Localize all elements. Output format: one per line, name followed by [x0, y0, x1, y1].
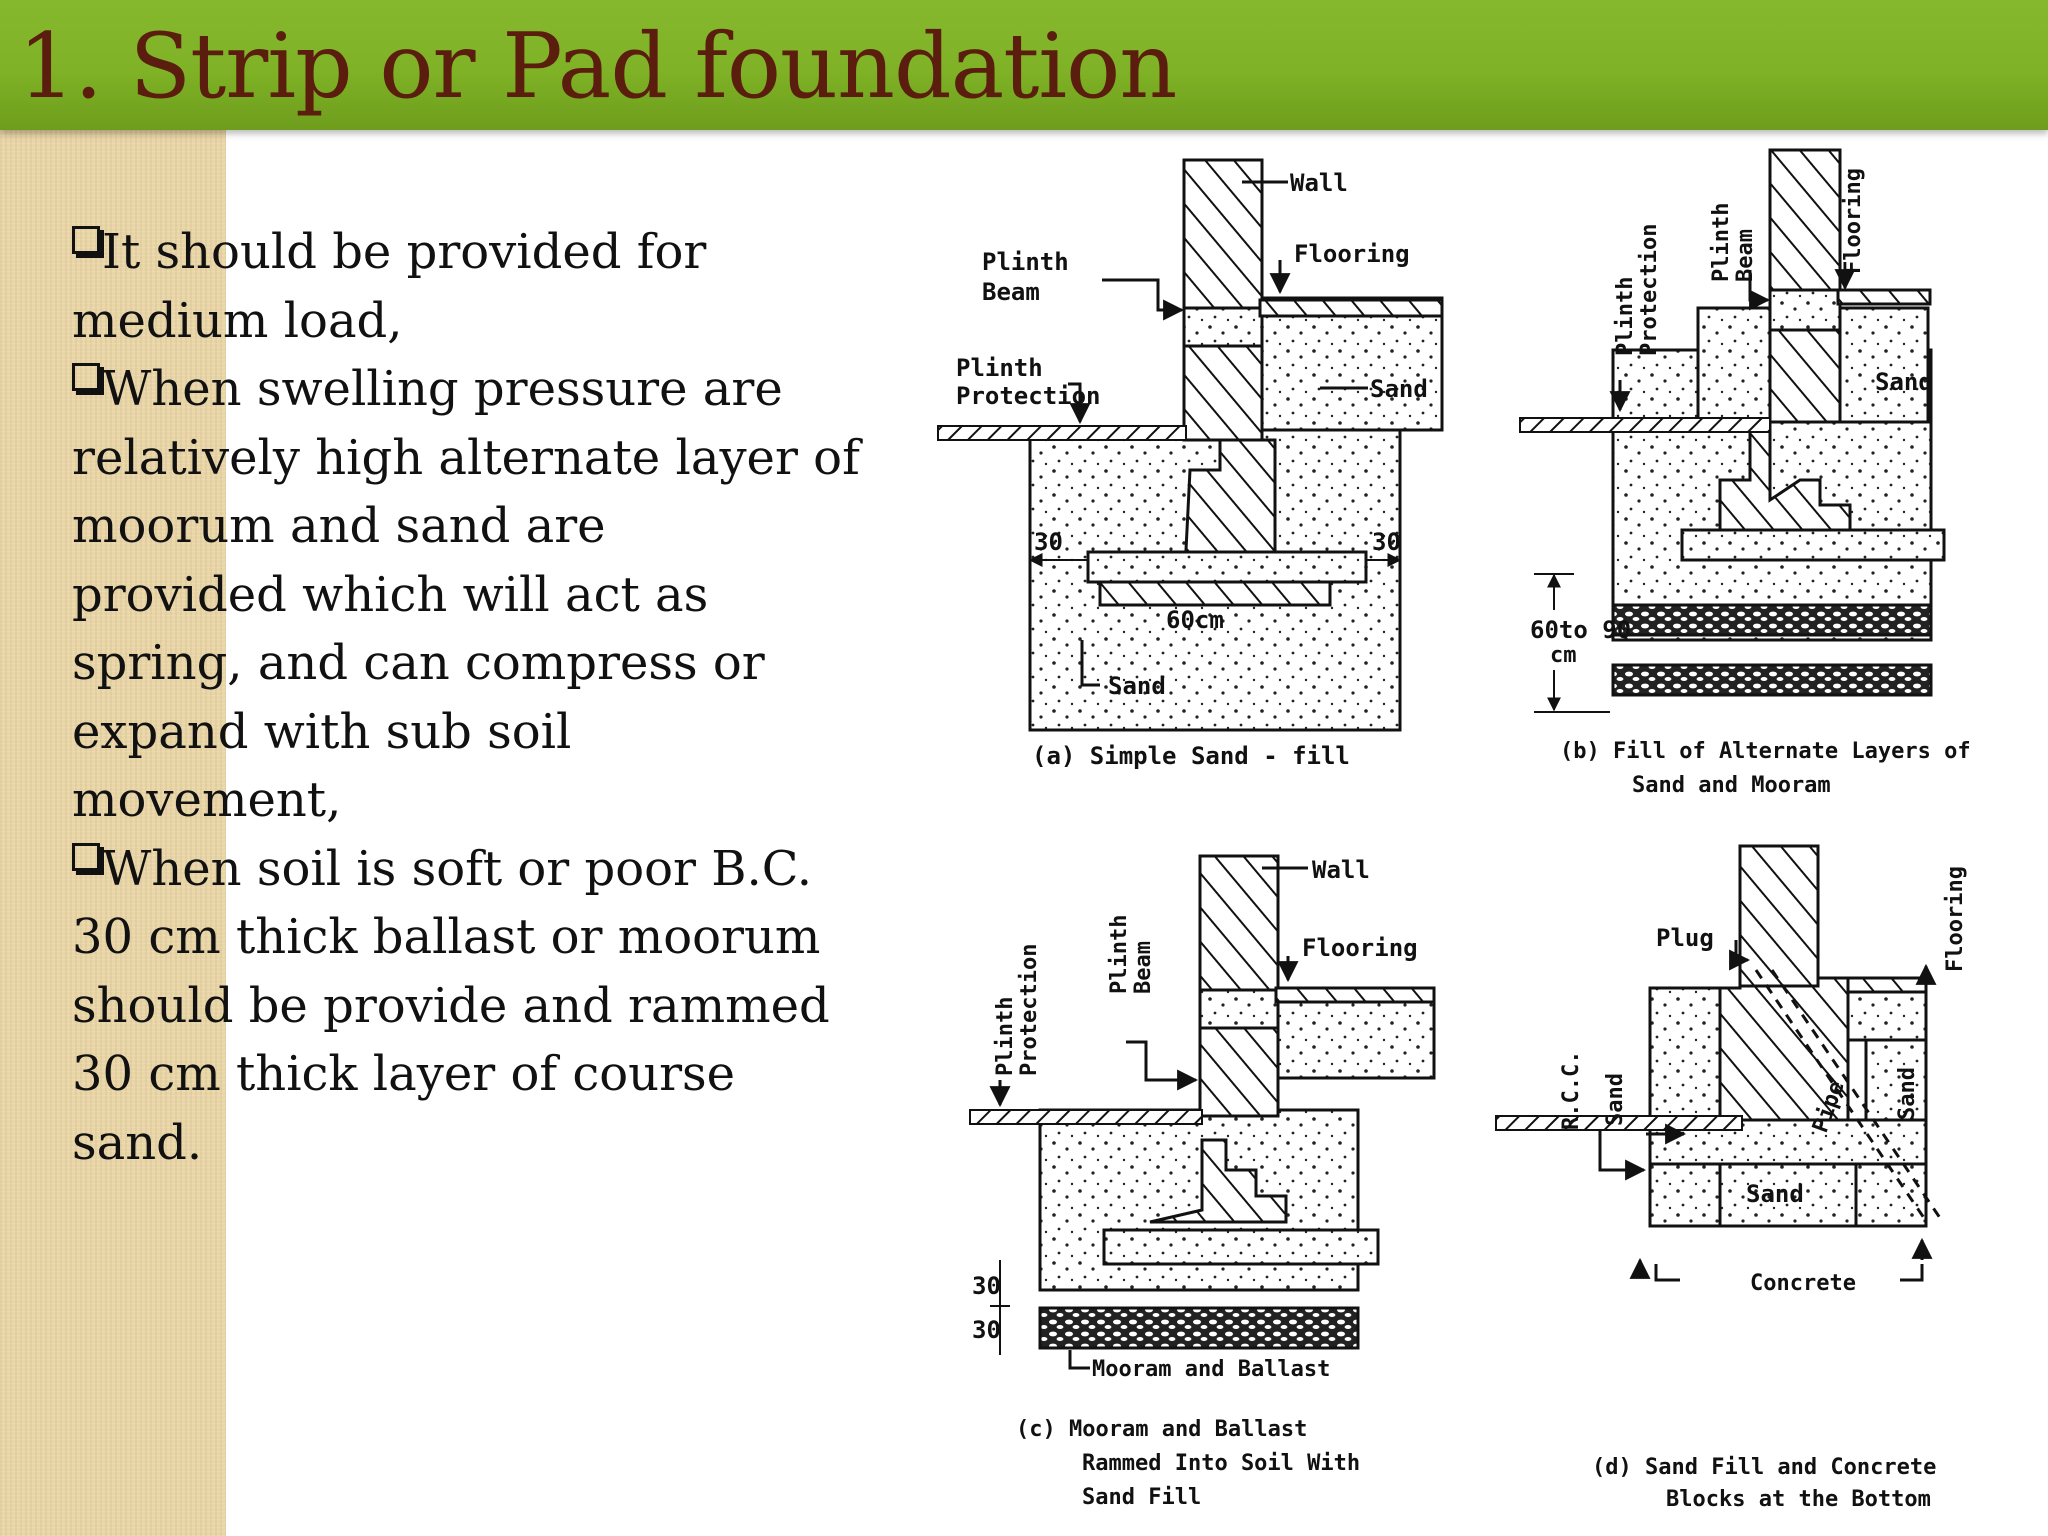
- bullet-line: moorum and sand are: [72, 498, 606, 554]
- caption-c-line2: Rammed Into Soil With: [1082, 1451, 1360, 1476]
- bullet-point-2: When swelling pressure are relatively hi…: [72, 355, 902, 835]
- label-plinth: Plinth: [956, 354, 1043, 382]
- bullet-line: 30 cm thick layer of course: [72, 1046, 736, 1102]
- foundation-diagrams: Wall Plinth Beam Flooring Plinth Protect…: [920, 130, 2048, 1536]
- label-plug: Plug: [1656, 924, 1714, 952]
- dimension-60cm: 60cm: [1166, 606, 1224, 634]
- label-plinth: Plinth: [1107, 915, 1132, 994]
- bullet-list: It should be provided for medium load, W…: [72, 218, 902, 1177]
- label-wall: Wall: [1312, 856, 1370, 884]
- square-bullet-icon: [72, 226, 100, 254]
- dimension-30-right: 30: [1372, 528, 1401, 556]
- label-plinth: Plinth: [982, 248, 1069, 276]
- bullet-line: expand with sub soil: [72, 703, 572, 760]
- label-mooram-and-ballast: Mooram and Ballast: [1092, 1357, 1330, 1382]
- bullet-point-1: It should be provided for medium load,: [72, 218, 902, 355]
- caption-c-line1: (c) Mooram and Ballast: [1016, 1417, 1307, 1442]
- title-bar: 1. Strip or Pad foundation: [0, 0, 2048, 130]
- label-plinth: Plinth: [1709, 203, 1734, 282]
- label-flooring: Flooring: [1943, 866, 1968, 972]
- dimension-30-left: 30: [1034, 528, 1063, 556]
- dimension-unit-cm: cm: [1550, 643, 1577, 668]
- diagram-b: Plinth Protection Plinth Beam Flooring S…: [1519, 148, 1971, 798]
- label-beam: Beam: [1733, 229, 1758, 282]
- bullet-line: When swelling pressure are: [102, 361, 783, 417]
- bullet-line: sand.: [72, 1114, 203, 1171]
- label-flooring: Flooring: [1302, 934, 1418, 962]
- label-rcc: R.C.C.: [1559, 1051, 1584, 1130]
- label-sand-right: Sand: [1895, 1067, 1920, 1120]
- label-sand-bottom: Sand: [1108, 672, 1166, 700]
- label-sand-left: Sand: [1603, 1073, 1628, 1126]
- label-flooring: Flooring: [1294, 240, 1410, 268]
- square-bullet-icon: [72, 842, 100, 871]
- bullet-line: spring, and can compress or: [72, 635, 765, 691]
- label-protection: Protection: [1637, 224, 1662, 356]
- label-beam: Beam: [1131, 941, 1156, 994]
- bullet-line: medium load,: [72, 292, 403, 349]
- bullet-line: movement,: [72, 772, 342, 828]
- diagram-c: Wall Plinth Protection Plinth Beam Floor…: [969, 854, 1436, 1510]
- label-plinth: Plinth: [993, 997, 1018, 1076]
- caption-b-line2: Sand and Mooram: [1632, 773, 1831, 798]
- caption-d-line2: Blocks at the Bottom: [1666, 1487, 1931, 1512]
- square-bullet-icon: [72, 363, 100, 391]
- bullet-line: When soil is soft or poor B.C.: [102, 840, 813, 897]
- bullet-line: It should be provided for: [102, 224, 707, 280]
- dimension-60-to-90: 60to 90: [1530, 616, 1631, 644]
- label-wall: Wall: [1290, 169, 1348, 197]
- bullet-line: should be provide and rammed: [72, 977, 830, 1034]
- diagram-a: Wall Plinth Beam Flooring Plinth Protect…: [937, 158, 1444, 770]
- label-sand: Sand: [1370, 375, 1428, 403]
- decorative-side-strip: [0, 130, 228, 1536]
- label-protection: Protection: [956, 382, 1101, 410]
- label-concrete: Concrete: [1750, 1271, 1856, 1296]
- dimension-30-top: 30: [972, 1272, 1001, 1300]
- bullet-line: 30 cm thick ballast or moorum: [72, 909, 821, 965]
- caption-d-line1: (d) Sand Fill and Concrete: [1592, 1455, 1936, 1480]
- bullet-point-3: When soil is soft or poor B.C. 30 cm thi…: [72, 835, 902, 1178]
- caption-a: (a) Simple Sand - fill: [1032, 742, 1350, 770]
- foundation-diagram-svg: Wall Plinth Beam Flooring Plinth Protect…: [937, 148, 1971, 1512]
- slide-title: 1. Strip or Pad foundation: [18, 14, 1177, 119]
- label-plinth: Plinth: [1613, 277, 1638, 356]
- caption-b-line1: (b) Fill of Alternate Layers of: [1560, 739, 1971, 764]
- label-sand: Sand: [1875, 368, 1933, 396]
- label-sand-bottom: Sand: [1746, 1180, 1804, 1208]
- bullet-line: relatively high alternate layer of: [72, 429, 860, 486]
- caption-c-line3: Sand Fill: [1082, 1485, 1201, 1510]
- bullet-line: provided which will act as: [72, 566, 709, 623]
- label-beam: Beam: [982, 278, 1040, 306]
- label-protection: Protection: [1017, 944, 1042, 1076]
- diagram-d: Plug Flooring R.C.C. Sand Pipe Sand Sand…: [1495, 844, 1968, 1512]
- label-flooring: Flooring: [1841, 168, 1866, 274]
- dimension-30-bottom: 30: [972, 1316, 1001, 1344]
